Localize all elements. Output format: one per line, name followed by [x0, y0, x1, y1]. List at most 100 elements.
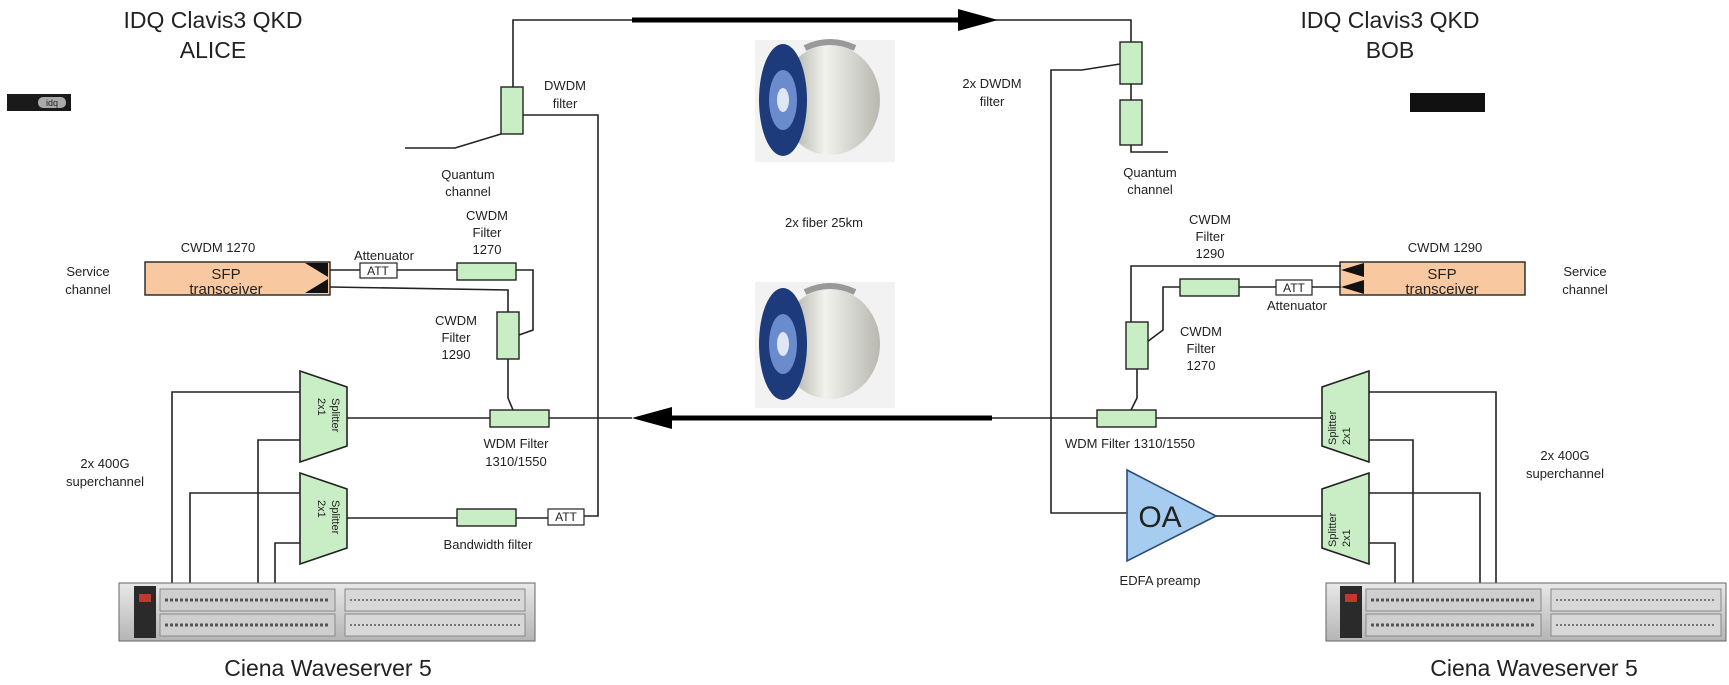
alice-bandwidth-att-text: ATT	[555, 510, 577, 524]
bob-server-wires	[1369, 391, 1497, 583]
bob-splitter-upper	[1321, 369, 1370, 464]
bob-device-icon	[1410, 93, 1485, 112]
bob-wdm-filter	[1096, 409, 1157, 428]
alice-quantum-channel-label: Quantum channel	[441, 167, 494, 199]
bob-quantum-channel-label: Quantum channel	[1123, 165, 1176, 197]
alice-wdm-filter-label: WDM Filter 1310/1550	[484, 436, 550, 469]
bob-cwdm-filter-1270	[1179, 278, 1240, 297]
svg-text:Service: Service	[1563, 264, 1606, 279]
svg-text:channel: channel	[1562, 282, 1608, 297]
svg-text:1310/1550: 1310/1550	[485, 454, 546, 469]
alice-quantum-channel-wire	[405, 133, 502, 149]
bob-splitter-upper-ratio: 2x1	[1341, 427, 1353, 445]
svg-text:superchannel: superchannel	[1526, 466, 1604, 481]
bob-superchannel-label: 2x 400G superchannel	[1526, 448, 1604, 481]
alice-superchannel-label: 2x 400G superchannel	[66, 456, 144, 489]
alice-sfp-tx-arrow-icon	[305, 263, 328, 277]
alice-cwdm-filter-1270	[456, 262, 517, 281]
svg-text:channel: channel	[65, 282, 111, 297]
svg-text:CWDM: CWDM	[435, 313, 477, 328]
svg-text:1270: 1270	[473, 242, 502, 257]
bob-quantum-channel-wire	[1130, 145, 1168, 153]
alice-cwdm-1290-label: CWDM Filter 1290	[435, 313, 477, 362]
bob-cwdm-to-wdm-wire	[1130, 369, 1138, 411]
bob-amplifier-text: OA	[1138, 501, 1181, 534]
alice-bandwidth-filter-label: Bandwidth filter	[444, 537, 534, 552]
svg-text:superchannel: superchannel	[66, 474, 144, 489]
alice-sfp-line2: transceiver	[189, 281, 262, 298]
svg-text:Quantum: Quantum	[1123, 165, 1176, 180]
bob-title: IDQ Clavis3 QKD BOB	[1301, 7, 1480, 63]
bob-sfp-line1: SFP	[1427, 266, 1456, 283]
alice-splitter-upper	[299, 369, 348, 464]
svg-text:Quantum: Quantum	[441, 167, 494, 182]
svg-text:WDM Filter: WDM Filter	[484, 436, 550, 451]
bob-dwdm-filter-lower	[1119, 99, 1143, 146]
bob-title-line2: BOB	[1366, 37, 1415, 63]
alice-splitter-lower-label: Splitter	[329, 500, 341, 535]
svg-text:channel: channel	[1127, 182, 1173, 197]
alice-device-logo-text: idq	[46, 98, 58, 108]
alice-ciena-waveserver	[118, 582, 536, 642]
bob-title-line1: IDQ Clavis3 QKD	[1301, 7, 1480, 33]
quantum-direction-arrow	[958, 9, 998, 31]
alice-sfp-wavelength: CWDM 1270	[181, 240, 255, 255]
alice-bandwidth-attenuator	[547, 508, 585, 526]
svg-text:Filter: Filter	[442, 330, 472, 345]
bob-att-text: ATT	[1283, 281, 1305, 295]
svg-text:channel: channel	[445, 184, 491, 199]
alice-title: IDQ Clavis3 QKD ALICE	[124, 7, 303, 63]
alice-bandwidth-filter	[456, 508, 517, 527]
svg-text:CWDM: CWDM	[466, 208, 508, 223]
alice-sfp-transceiver	[144, 261, 331, 296]
svg-text:1270: 1270	[1187, 358, 1216, 373]
svg-text:2x DWDM: 2x DWDM	[962, 76, 1021, 91]
svg-text:Service: Service	[66, 264, 109, 279]
fiber-spool-icon	[755, 39, 895, 162]
svg-text:CWDM: CWDM	[1189, 212, 1231, 227]
alice-device-icon: idq	[7, 94, 71, 111]
bob-wdm-filter-label: WDM Filter 1310/1550	[1065, 436, 1195, 451]
svg-text:2x 400G: 2x 400G	[1540, 448, 1589, 463]
alice-dwdm-filter-label: DWDM filter	[544, 78, 586, 111]
svg-text:2x 400G: 2x 400G	[80, 456, 129, 471]
bob-dwdm-bypass-wire	[1050, 63, 1127, 514]
bob-sfp-to-cwdm1290-wire	[1130, 265, 1341, 322]
bob-sfp-transceiver	[1339, 261, 1526, 296]
alice-splitter-lower-ratio: 2x1	[315, 500, 327, 518]
bob-cwdm-1270-label: CWDM Filter 1270	[1180, 324, 1222, 373]
classical-fiber-link	[632, 407, 1097, 429]
alice-server-label: Ciena Waveserver 5	[224, 655, 432, 681]
alice-title-line2: ALICE	[180, 37, 246, 63]
alice-cwdm1270-to-1290-wire	[516, 269, 534, 336]
alice-cwdm-filter-1290	[496, 311, 520, 360]
alice-sfp-rx-arrow-icon	[305, 279, 328, 293]
bob-attenuator-label: Attenuator	[1267, 298, 1328, 313]
bob-cwdm1270-to-1290-wire	[1146, 286, 1180, 343]
bob-sfp-wavelength: CWDM 1290	[1408, 240, 1482, 255]
svg-text:filter: filter	[553, 96, 578, 111]
bob-splitter-lower-ratio: 2x1	[1341, 529, 1353, 547]
alice-wdm-filter	[489, 409, 550, 428]
alice-server-wires	[171, 391, 300, 583]
bob-dwdm-filter-upper	[1119, 41, 1143, 85]
svg-text:CWDM: CWDM	[1180, 324, 1222, 339]
classical-direction-arrow	[632, 407, 672, 429]
svg-text:CWDM 1270: CWDM 1270	[181, 240, 255, 255]
fiber-length-label: 2x fiber 25km	[785, 215, 863, 230]
bob-splitter-lower-label: Splitter	[1327, 512, 1339, 547]
alice-sfp-line1: SFP	[211, 266, 240, 283]
alice-sfp-rx-wire	[329, 286, 509, 312]
alice-cwdm-1270-label: CWDM Filter 1270	[466, 208, 508, 257]
alice-title-line1: IDQ Clavis3 QKD	[124, 7, 303, 33]
bob-ciena-waveserver	[1325, 582, 1727, 642]
bob-amplifier-label: EDFA preamp	[1120, 573, 1201, 588]
bob-splitter-lower	[1321, 471, 1370, 566]
quantum-fiber-link	[512, 9, 1132, 88]
alice-splitter-upper-ratio: 2x1	[315, 398, 327, 416]
alice-attenuator-label: Attenuator	[354, 248, 415, 263]
bob-server-label: Ciena Waveserver 5	[1430, 655, 1638, 681]
bob-splitter-upper-label: Splitter	[1327, 410, 1339, 445]
alice-splitter-lower	[299, 471, 348, 566]
